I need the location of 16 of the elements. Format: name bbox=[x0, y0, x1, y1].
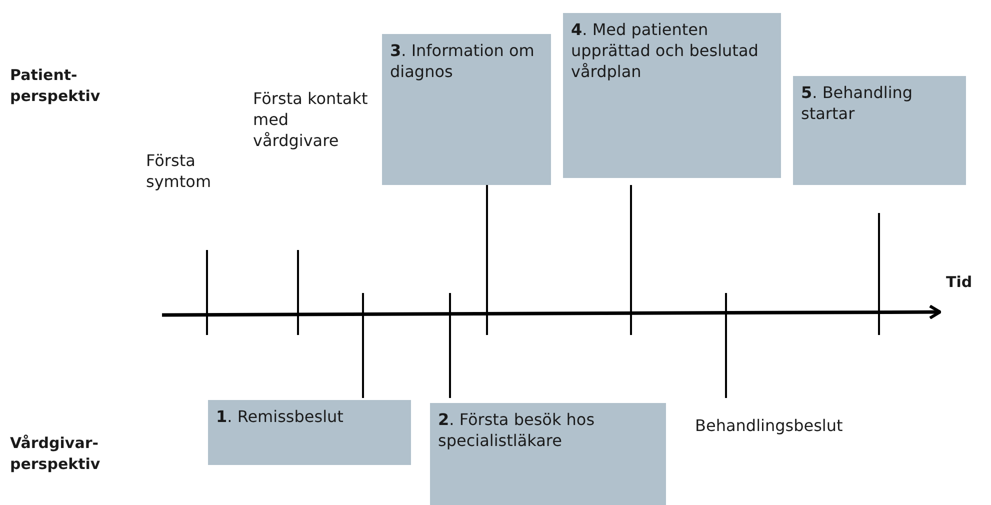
row-heading: Vårdgivar- perspektiv bbox=[10, 433, 102, 475]
milestone-box bbox=[382, 34, 551, 185]
milestone-text: 5. Behandling startar bbox=[801, 82, 914, 124]
milestone-text: 4. Med patienten upprättad och beslutad vårdplan bbox=[571, 19, 760, 82]
milestone-box bbox=[208, 400, 411, 465]
event-label: Första kontakt med vårdgivare bbox=[253, 88, 369, 151]
milestone-text: 3. Information om diagnos bbox=[390, 40, 536, 82]
milestone-text: 1. Remissbeslut bbox=[216, 406, 344, 427]
event-label: Första symtom bbox=[146, 150, 212, 192]
axis-label: Tid bbox=[946, 272, 974, 293]
milestone-box bbox=[793, 76, 966, 185]
event-label: Behandlingsbeslut bbox=[695, 415, 844, 436]
milestone-box bbox=[563, 13, 781, 178]
row-heading: Patient- perspektiv bbox=[10, 65, 102, 107]
milestone-box bbox=[430, 403, 666, 505]
milestone-text: 2. Första besök hos specialistläkare bbox=[438, 409, 596, 451]
